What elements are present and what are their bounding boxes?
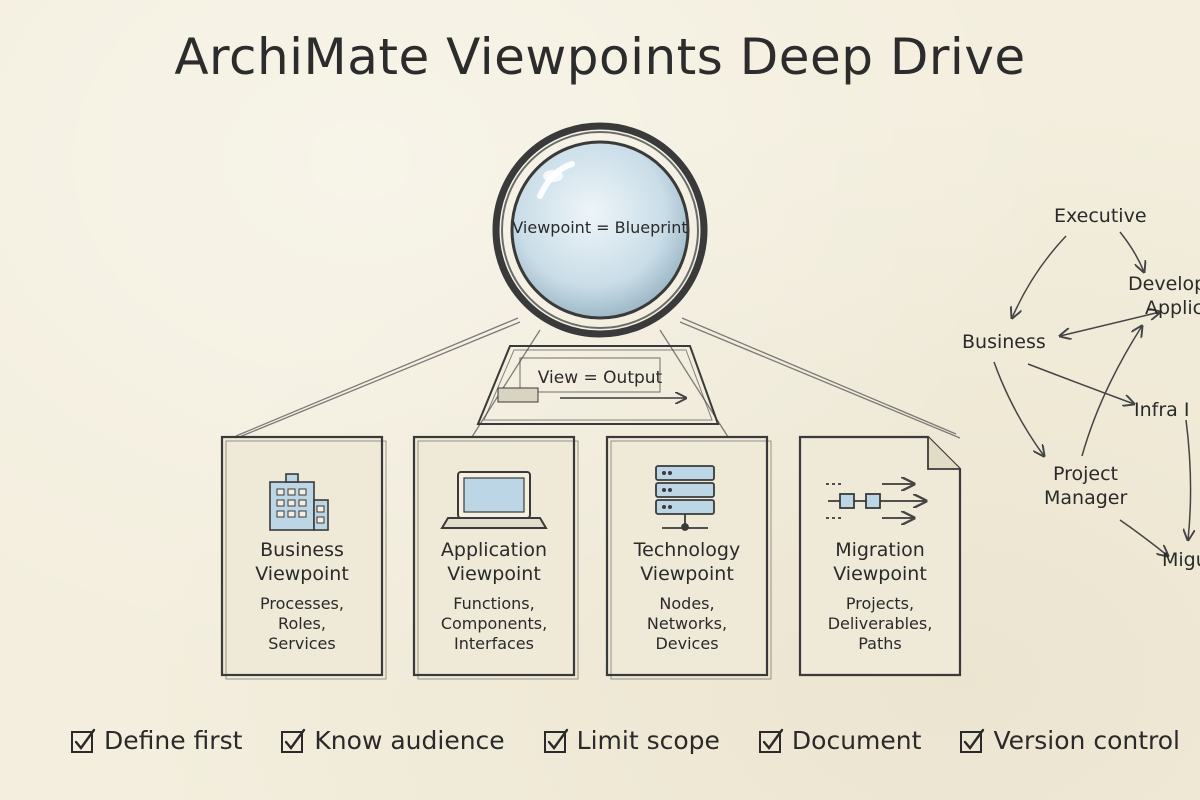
- card-item: Functions,: [453, 594, 535, 613]
- card-items: Nodes, Networks, Devices: [607, 594, 767, 654]
- checkbox-checked-icon: [758, 728, 784, 753]
- application-viewpoint-card: Application Viewpoint Functions, Compone…: [414, 538, 574, 654]
- stakeholder-infra: Infra I: [1134, 399, 1190, 421]
- practice-label: Document: [791, 726, 922, 755]
- practice-item: Define first: [70, 726, 242, 755]
- stakeholder-pm-line1: Project: [1053, 463, 1119, 485]
- card-item: Components,: [440, 614, 548, 633]
- card-title-line2: Viewpoint: [640, 563, 734, 585]
- office-building-icon: [269, 473, 329, 531]
- stakeholder-project-manager: Project Manager: [1044, 462, 1127, 510]
- stakeholder-migration: Migu: [1162, 549, 1200, 571]
- best-practices-list: Define first Know audience Limit scope D…: [70, 726, 1180, 755]
- viewpoint-lens: [492, 122, 708, 338]
- view-output-sheet: [476, 345, 720, 425]
- card-item: Deliverables,: [827, 614, 933, 633]
- card-items: Processes, Roles, Services: [222, 594, 382, 654]
- practice-item: Limit scope: [543, 726, 720, 755]
- projection-lines: [231, 317, 961, 441]
- checkbox-checked-icon: [71, 728, 96, 753]
- card-title-line2: Viewpoint: [447, 563, 541, 585]
- business-viewpoint-card: Business Viewpoint Processes, Roles, Ser…: [222, 538, 382, 654]
- card-title-line2: Viewpoint: [833, 563, 927, 585]
- stakeholder-arrows: [993, 231, 1191, 556]
- card-title-line1: Application: [440, 539, 548, 561]
- practice-item: Document: [758, 726, 922, 755]
- card-item: Interfaces: [454, 634, 534, 653]
- card-title-line1: Business: [260, 539, 344, 561]
- card-items: Projects, Deliverables, Paths: [800, 594, 960, 654]
- card-title-line1: Technology: [633, 539, 741, 561]
- stakeholder-developer-line2: Applic: [1145, 297, 1200, 319]
- practice-label: Define first: [104, 726, 243, 755]
- card-item: Roles,: [278, 614, 326, 633]
- practice-item: Version control: [959, 726, 1180, 755]
- card-item: Paths: [858, 634, 902, 653]
- card-item: Nodes,: [659, 594, 715, 613]
- stakeholder-business: Business: [962, 331, 1046, 353]
- checkbox-checked-icon: [543, 728, 568, 753]
- card-item: Projects,: [845, 594, 915, 613]
- stakeholder-executive: Executive: [1054, 205, 1147, 227]
- practice-item: Know audience: [280, 726, 505, 755]
- card-title-line1: Migration: [835, 539, 925, 561]
- practice-label: Version control: [993, 726, 1180, 755]
- card-title-line2: Viewpoint: [255, 563, 349, 585]
- view-output-label: View = Output: [537, 368, 663, 388]
- migration-arrows-icon: [826, 484, 926, 518]
- server-rack-icon: [655, 465, 715, 531]
- stakeholder-pm-line2: Manager: [1044, 487, 1128, 509]
- laptop-icon: [440, 471, 548, 529]
- practice-label: Limit scope: [576, 726, 720, 755]
- stakeholder-developer-line1: Develop: [1128, 273, 1200, 295]
- technology-viewpoint-card: Technology Viewpoint Nodes, Networks, De…: [607, 538, 767, 654]
- card-items: Functions, Components, Interfaces: [414, 594, 574, 654]
- checkbox-checked-icon: [960, 728, 985, 753]
- stakeholder-developer: Develop Applic: [1128, 272, 1200, 320]
- migration-viewpoint-card: Migration Viewpoint Projects, Deliverabl…: [800, 538, 960, 654]
- diagram-title: ArchiMate Viewpoints Deep Drive: [174, 28, 1026, 86]
- viewpoint-blueprint-label: Viewpoint = Blueprint: [512, 218, 688, 237]
- practice-label: Know audience: [314, 726, 505, 755]
- card-item: Processes,: [260, 594, 344, 613]
- card-item: Services: [268, 634, 336, 653]
- card-item: Networks,: [646, 614, 728, 633]
- checkbox-checked-icon: [281, 728, 306, 753]
- card-item: Devices: [655, 634, 719, 653]
